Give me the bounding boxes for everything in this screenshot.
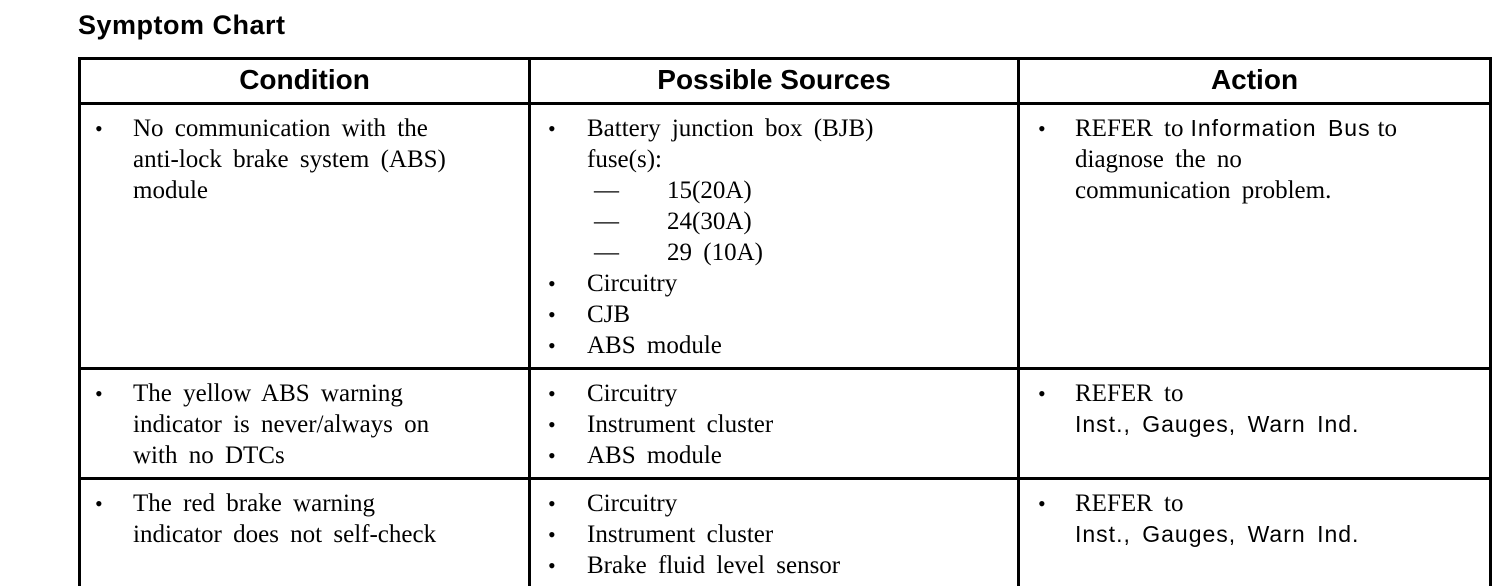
column-header-action: Action — [1017, 57, 1492, 105]
list-item-text: REFER to Inst., Gauges, Warn Ind. — [1075, 378, 1489, 440]
bullet-icon: • — [95, 491, 103, 516]
text-line: communication problem. — [1075, 177, 1332, 204]
text-line: diagnose the no — [1075, 146, 1242, 173]
list-item: • Brake fluid level sensor — [531, 550, 1017, 581]
list-item: • REFER to Inst., Gauges, Warn Ind. — [1020, 378, 1489, 440]
action-tail: to — [1377, 115, 1398, 142]
symptom-chart-table: Condition Possible Sources Action • No c… — [78, 57, 1492, 586]
bullet-icon: • — [548, 491, 556, 516]
cross-reference-link[interactable]: Inst., Gauges, Warn Ind. — [1075, 411, 1360, 437]
bullet-icon: • — [548, 333, 556, 358]
text-line: The red brake warning — [133, 490, 375, 517]
list-item-text: No communication with the anti-lock brak… — [133, 113, 528, 206]
bullet-icon: • — [548, 553, 556, 578]
table-row: • The yellow ABS warning indicator is ne… — [78, 367, 1492, 480]
bullet-icon: • — [1038, 491, 1046, 516]
action-cell: • REFER to Inst., Gauges, Warn Ind. — [1017, 477, 1492, 586]
list-item: • The red brake warning indicator does n… — [81, 488, 528, 550]
list-item: • Circuitry — [531, 268, 1017, 299]
text-line: ABS module — [587, 332, 722, 359]
bullet-icon: • — [95, 116, 103, 141]
bullet-icon: • — [548, 302, 556, 327]
condition-cell: • The red brake warning indicator does n… — [78, 477, 531, 586]
list-item-text: Battery junction box (BJB) fuse(s): — 15… — [587, 113, 1017, 268]
column-header-condition: Condition — [78, 57, 531, 105]
list-item-text: The red brake warning indicator does not… — [133, 488, 528, 550]
bullet-icon: • — [548, 443, 556, 468]
sub-list-item: — 24(30A) — [587, 206, 1017, 237]
bullet-icon: • — [1038, 381, 1046, 406]
text-line: Instrument cluster — [587, 411, 774, 438]
bullet-icon: • — [1038, 116, 1046, 141]
condition-cell: • The yellow ABS warning indicator is ne… — [78, 367, 531, 480]
text-line: fuse(s): — [587, 146, 662, 173]
text-line: module — [133, 177, 208, 204]
dash-icon: — — [594, 239, 619, 266]
text-line: Instrument cluster — [587, 521, 774, 548]
table-row: • No communication with the anti-lock br… — [78, 102, 1492, 370]
list-item: • REFER to Inst., Gauges, Warn Ind. — [1020, 488, 1489, 550]
dash-icon: — — [594, 177, 619, 204]
text-line: CJB — [587, 301, 631, 328]
bullet-icon: • — [548, 412, 556, 437]
text-line: Circuitry — [587, 380, 678, 407]
fuse-value: 24(30A) — [667, 208, 752, 235]
text-line: The yellow ABS warning — [133, 380, 403, 407]
bullet-icon: • — [548, 381, 556, 406]
bullet-icon: • — [548, 271, 556, 296]
text-line: indicator does not self-check — [133, 521, 437, 548]
action-prefix: REFER to — [1075, 115, 1184, 142]
sub-list-item: — 15(20A) — [587, 175, 1017, 206]
table-row: • The red brake warning indicator does n… — [78, 477, 1492, 586]
list-item-text: REFER to Inst., Gauges, Warn Ind. — [1075, 488, 1489, 550]
text-line: No communication with the — [133, 115, 428, 142]
possible-sources-cell: • Battery junction box (BJB) fuse(s): — … — [528, 102, 1020, 370]
fuse-value: 15(20A) — [667, 177, 752, 204]
text-line: Battery junction box (BJB) — [587, 115, 874, 142]
page-title: Symptom Chart — [78, 10, 286, 40]
cross-reference-link[interactable]: Inst., Gauges, Warn Ind. — [1075, 521, 1360, 547]
sub-list-item: — 29 (10A) — [587, 237, 1017, 268]
cross-reference-link[interactable]: Information Bus — [1190, 115, 1371, 141]
list-item: • ABS module — [531, 440, 1017, 471]
fuse-value: 29 (10A) — [667, 239, 763, 266]
text-line: with no DTCs — [133, 442, 285, 469]
action-prefix: REFER to — [1075, 490, 1184, 517]
bullet-icon: • — [548, 116, 556, 141]
action-prefix: REFER to — [1075, 380, 1184, 407]
text-line: Circuitry — [587, 490, 678, 517]
list-item: • Instrument cluster — [531, 519, 1017, 550]
dash-icon: — — [594, 208, 619, 235]
text-line: indicator is never/always on — [133, 411, 430, 438]
list-item: • No communication with the anti-lock br… — [81, 113, 528, 206]
action-cell: • REFER to Inst., Gauges, Warn Ind. — [1017, 367, 1492, 480]
list-item: • The yellow ABS warning indicator is ne… — [81, 378, 528, 471]
bullet-icon: • — [95, 381, 103, 406]
condition-cell: • No communication with the anti-lock br… — [78, 102, 531, 370]
text-line: anti-lock brake system (ABS) — [133, 146, 446, 173]
list-item: • Instrument cluster — [531, 409, 1017, 440]
list-item: • CJB — [531, 299, 1017, 330]
list-item-text: The yellow ABS warning indicator is neve… — [133, 378, 528, 471]
possible-sources-cell: • Circuitry • Instrument cluster • ABS m… — [528, 367, 1020, 480]
possible-sources-cell: • Circuitry • Instrument cluster • Brake… — [528, 477, 1020, 586]
list-item: • Circuitry — [531, 488, 1017, 519]
text-line: Circuitry — [587, 270, 678, 297]
header-row: Condition Possible Sources Action — [78, 57, 1492, 105]
list-item: • Battery junction box (BJB) fuse(s): — … — [531, 113, 1017, 268]
text-line: Brake fluid level sensor — [587, 552, 841, 579]
list-item: • Circuitry — [531, 378, 1017, 409]
text-line: ABS module — [587, 442, 722, 469]
bullet-icon: • — [548, 522, 556, 547]
list-item: • ABS module — [531, 330, 1017, 361]
column-header-possible-sources: Possible Sources — [528, 57, 1020, 105]
